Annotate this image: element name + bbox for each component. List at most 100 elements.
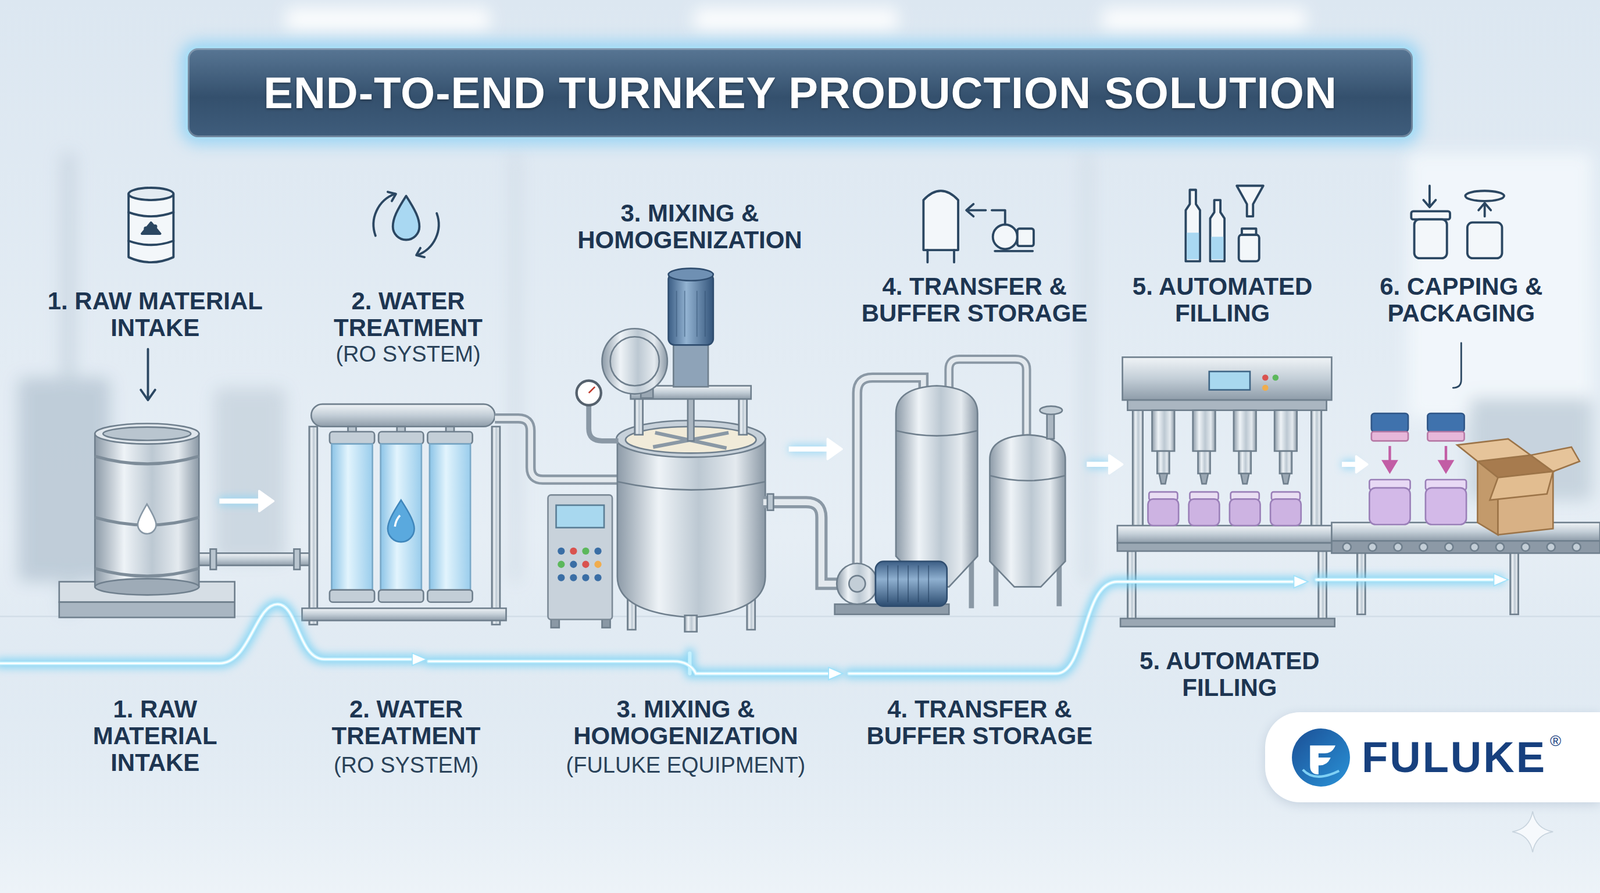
- raw-material-barrel-part: [102, 427, 191, 441]
- automated-filler-part-part: [1152, 410, 1175, 452]
- raw-material-barrel-part: [210, 548, 217, 570]
- capping-packaging-conveyor-part-part: [1456, 438, 1531, 462]
- ro-water-system-part-part: [378, 431, 424, 445]
- glowing-flow-path-part-part: [1493, 573, 1509, 587]
- barrel-icon-part: [141, 222, 161, 234]
- mixing-homogenizer-part-part: [557, 547, 565, 555]
- ro-water-system-part-part: [427, 431, 473, 445]
- automated-filler-part: [1262, 374, 1269, 381]
- stage-label: 4. TRANSFER & BUFFER STORAGE: [846, 273, 1103, 327]
- mixing-homogenizer-part: [684, 615, 698, 632]
- water-cycle-icon-part: [387, 191, 396, 202]
- capping-packaging-conveyor-part-part: [1439, 461, 1452, 472]
- capping-packaging-conveyor-part: [1510, 551, 1519, 615]
- capping-icon-part: [1465, 190, 1505, 202]
- glowing-flow-path-part: [412, 573, 1509, 681]
- flow-arrows-part-part: [788, 446, 828, 452]
- automated-filler-part-part: [1274, 410, 1298, 452]
- bottles-icon-part: [1241, 228, 1257, 235]
- automated-filler-part: [1117, 525, 1337, 544]
- ro-water-system: [302, 404, 621, 625]
- capping-packaging-conveyor-part-part: [1383, 461, 1396, 472]
- ro-water-system-part-part: [329, 590, 375, 603]
- glowing-flow-path-part-part: [1316, 579, 1500, 581]
- automated-filler-part: [1132, 408, 1144, 531]
- mixing-homogenizer-part-part: [581, 573, 589, 581]
- automated-filler-part: [1318, 551, 1327, 625]
- capping-icon-part: [1423, 185, 1436, 207]
- ro-water-system-part-part: [429, 444, 471, 593]
- transfer-buffer-tanks-part: [848, 575, 866, 592]
- glowing-flow-path-part-part: [0, 604, 421, 664]
- ro-water-system-part: [387, 500, 415, 542]
- transfer-buffer-tanks-part: [989, 434, 1066, 588]
- mixing-homogenizer-part: [668, 273, 714, 345]
- mixing-homogenizer-part-part: [594, 573, 602, 581]
- capping-packaging-conveyor-part-part: [1371, 413, 1409, 432]
- raw-material-barrel-part: [94, 578, 199, 595]
- flow-arrows-part-part: [219, 498, 259, 505]
- background-part: [18, 8, 1592, 613]
- flow-arrows-part-part: [259, 490, 274, 512]
- flow-arrows-part: [219, 438, 1367, 512]
- capping-packaging-conveyor-part-part: [1470, 543, 1479, 552]
- automated-filler-part: [1127, 400, 1327, 411]
- mixing-homogenizer-part: [588, 386, 596, 394]
- capping-packaging-conveyor-part-part: [1547, 543, 1556, 552]
- transfer-buffer-tanks-part: [1039, 406, 1063, 415]
- automated-filler-part: [1262, 384, 1269, 392]
- transfer-buffer-tanks-part: [989, 475, 1066, 481]
- transfer-buffer-tanks-part: [895, 430, 978, 437]
- automated-filler-part: [1122, 356, 1332, 400]
- mixing-homogenizer-part: [668, 268, 714, 281]
- ro-water-system-part-part: [331, 444, 373, 593]
- stage-icons: [128, 185, 1505, 400]
- transfer-buffer-tanks: [834, 359, 1066, 615]
- stage-label: 2. WATER TREATMENT: [319, 695, 494, 750]
- automated-filler-part-part: [1270, 498, 1302, 526]
- automated-filler-part: [1152, 410, 1298, 484]
- mixing-homogenizer-part-part: [569, 573, 577, 581]
- capping-packaging-conveyor-part-part: [1425, 487, 1467, 525]
- glowing-flow-path-part-part: [428, 661, 837, 674]
- raw-material-barrel-part: [59, 602, 235, 618]
- transfer-buffer-tanks-part: [836, 563, 878, 605]
- capping-packaging-conveyor-part: [1331, 540, 1600, 553]
- barrel-icon-part: [144, 227, 148, 230]
- ro-water-system-part: [394, 515, 400, 527]
- tank-pump-icon: [923, 190, 1034, 263]
- mixing-homogenizer-part: [687, 398, 695, 442]
- barrel-icon-part: [154, 225, 157, 228]
- mixing-homogenizer-part: [557, 547, 602, 582]
- tank-pump-icon-part: [991, 210, 1006, 225]
- automated-filler-part-part: [1233, 410, 1257, 452]
- glowing-flow-path-part-part: [687, 652, 692, 674]
- ro-water-system-part: [329, 426, 473, 603]
- ro-water-system-part-part: [378, 590, 424, 603]
- automated-filler-part: [1127, 551, 1136, 625]
- capping-packaging-conveyor-part-part: [1572, 543, 1581, 552]
- capping-icon-part: [1478, 202, 1491, 217]
- stage-label: 5. AUTOMATED FILLING: [1113, 647, 1346, 702]
- flow-arrows-part: [219, 448, 1357, 502]
- background-part-part: [1102, 8, 1307, 31]
- bottles-icon-part: [1211, 236, 1224, 260]
- background-part-part: [285, 8, 490, 31]
- flow-arrows-part-part: [1341, 461, 1357, 467]
- capping-packaging-conveyor-part-part: [1444, 543, 1453, 552]
- water-cycle-icon-part: [416, 248, 425, 258]
- automated-filler-part-part: [1159, 473, 1168, 485]
- raw-material-barrel-part: [94, 456, 199, 577]
- background-part: [0, 615, 1600, 618]
- mixing-homogenizer-part: [617, 481, 766, 491]
- capping-packaging-conveyor-part: [1371, 413, 1465, 441]
- mixing-homogenizer-part: [556, 505, 605, 528]
- capping-packaging-conveyor-part-part: [1369, 487, 1410, 525]
- ro-water-system-part: [311, 404, 495, 427]
- tank-pump-icon-part: [1017, 228, 1034, 246]
- automated-filler-part: [1117, 543, 1337, 552]
- mixing-homogenizer-part: [634, 398, 644, 435]
- capping-packaging-conveyor-part-part: [1419, 543, 1428, 552]
- mixing-homogenizer-part: [676, 290, 706, 337]
